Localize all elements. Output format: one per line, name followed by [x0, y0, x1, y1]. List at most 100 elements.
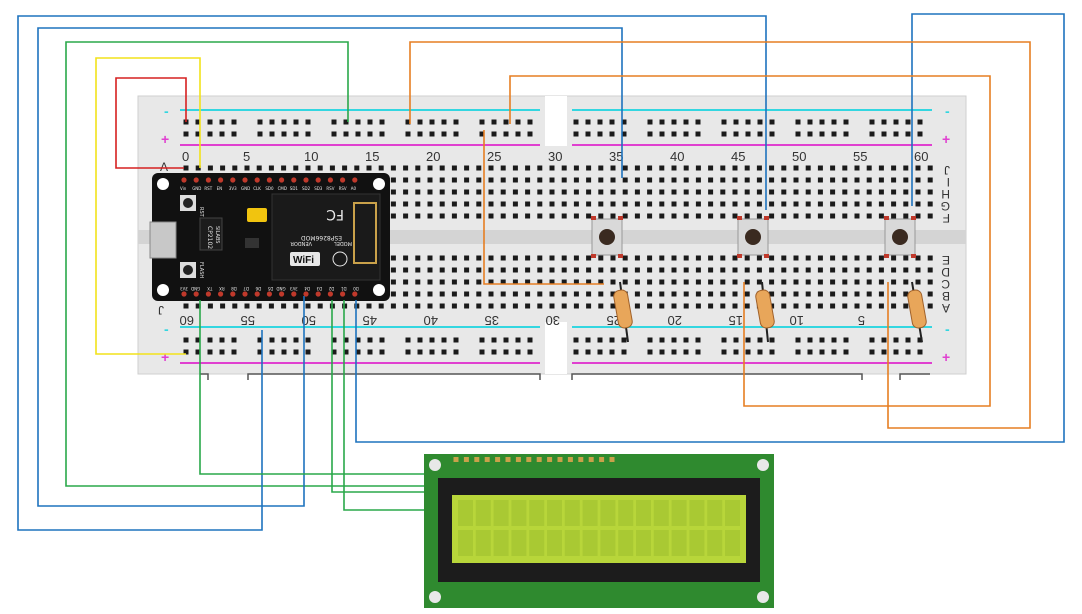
breadboard-hole	[915, 165, 921, 171]
row-label-right: A	[942, 301, 950, 315]
rail-hole	[331, 131, 337, 137]
top-column-number: 30	[548, 149, 562, 164]
breadboard-hole	[512, 201, 518, 207]
breadboard-hole	[732, 255, 738, 261]
breadboard-hole	[903, 165, 909, 171]
rail-hole	[429, 349, 435, 355]
breadboard-hole	[366, 165, 372, 171]
rail-hole	[917, 131, 923, 137]
esp-module	[271, 193, 381, 281]
rail-hole	[905, 337, 911, 343]
breadboard-hole	[586, 201, 592, 207]
breadboard-hole	[708, 201, 714, 207]
lcd-cell	[618, 500, 634, 526]
breadboard-hole	[573, 165, 579, 171]
rail-hole	[695, 337, 701, 343]
vendor-label: VENDOR	[290, 240, 312, 246]
breadboard-hole	[720, 213, 726, 219]
breadboard-hole	[915, 177, 921, 183]
breadboard-hole	[842, 165, 848, 171]
breadboard-hole	[769, 189, 775, 195]
nodemcu-pin-label: RST	[204, 186, 212, 191]
fcc-label: FC	[326, 206, 344, 222]
rail-hole	[417, 119, 423, 125]
breadboard-hole	[842, 189, 848, 195]
rail-hole	[231, 337, 237, 343]
rail-hole	[527, 337, 533, 343]
rail-hole	[733, 349, 739, 355]
usb-vendor-label: SILABS	[214, 226, 220, 244]
breadboard-hole	[817, 267, 823, 273]
breadboard-hole	[781, 189, 787, 195]
breadboard-hole	[842, 291, 848, 297]
breadboard-hole	[464, 255, 470, 261]
breadboard-hole	[769, 213, 775, 219]
breadboard-hole	[781, 213, 787, 219]
breadboard-hole	[415, 291, 421, 297]
breadboard-hole	[549, 213, 555, 219]
rail-hole	[417, 337, 423, 343]
breadboard-hole	[708, 177, 714, 183]
breadboard-hole	[512, 177, 518, 183]
nodemcu-pin-label: EN	[217, 186, 223, 191]
lcd-cell	[653, 500, 669, 526]
lcd-cell	[582, 530, 598, 556]
breadboard-hole	[403, 177, 409, 183]
breadboard-hole	[708, 303, 714, 309]
nodemcu-pin	[193, 177, 199, 183]
breadboard-hole	[598, 177, 604, 183]
breadboard-hole	[451, 279, 457, 285]
board-bracket-left	[200, 373, 209, 380]
breadboard-hole	[622, 255, 628, 261]
rail-hole	[231, 131, 237, 137]
breadboard-hole	[561, 267, 567, 273]
rail-hole	[671, 131, 677, 137]
breadboard-hole	[476, 303, 482, 309]
mount-hole-tl	[157, 178, 169, 190]
nodemcu-pin	[230, 291, 236, 297]
rail-hole	[573, 119, 579, 125]
lcd-cell	[653, 530, 669, 556]
rail-hole	[219, 337, 225, 343]
resistors	[613, 281, 927, 343]
breadboard-hole	[403, 189, 409, 195]
nodemcu-pin	[181, 177, 187, 183]
model-label: MODEL	[334, 240, 352, 246]
breadboard-hole	[647, 165, 653, 171]
breadboard-hole	[854, 177, 860, 183]
pushbutton-leg	[737, 216, 742, 220]
rail-hole	[843, 337, 849, 343]
breadboard-hole	[793, 255, 799, 261]
breadboard-hole	[854, 279, 860, 285]
breadboard-hole	[598, 201, 604, 207]
breadboard-hole	[610, 165, 616, 171]
breadboard-hole	[683, 267, 689, 273]
nodemcu-pin	[242, 177, 248, 183]
rail-hole	[733, 337, 739, 343]
rail-hole	[757, 337, 763, 343]
lcd-cell	[689, 500, 705, 526]
breadboard-hole	[378, 165, 384, 171]
breadboard-hole	[220, 165, 226, 171]
breadboard-hole	[744, 279, 750, 285]
top-column-number: 20	[426, 149, 440, 164]
rail-hole	[597, 337, 603, 343]
rail-hole	[869, 337, 875, 343]
rail-hole	[647, 119, 653, 125]
breadboard-hole	[415, 177, 421, 183]
breadboard-hole	[573, 189, 579, 195]
breadboard-hole	[573, 201, 579, 207]
breadboard-hole	[500, 279, 506, 285]
rail-hole	[659, 131, 665, 137]
breadboard-hole	[817, 177, 823, 183]
breadboard-hole	[293, 303, 299, 309]
bottom-column-number: 20	[668, 313, 682, 328]
breadboard-hole	[573, 291, 579, 297]
nodemcu-pin	[315, 291, 321, 297]
rail-hole	[281, 131, 287, 137]
breadboard-hole	[817, 291, 823, 297]
rail-hole	[405, 119, 411, 125]
bottom-column-number: 30	[546, 313, 560, 328]
rail-hole	[231, 119, 237, 125]
